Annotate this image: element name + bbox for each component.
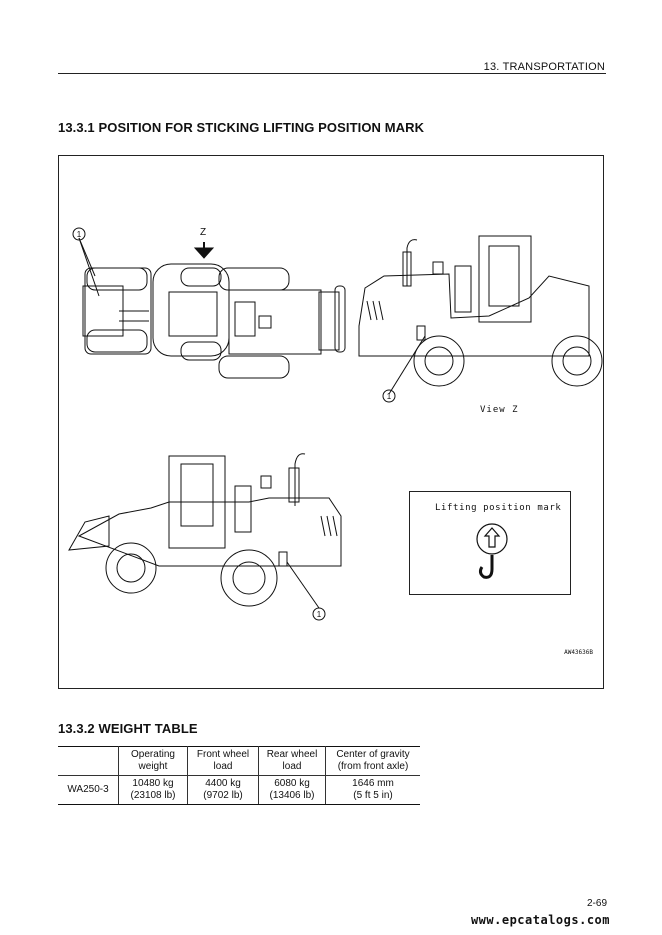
chapter-title: 13. TRANSPORTATION — [483, 61, 605, 73]
page-number: 2-69 — [586, 898, 607, 909]
header-cell: Rear wheel load — [258, 746, 326, 776]
legend-text: Lifting position mark — [435, 503, 562, 513]
figure-code: AW43636B — [564, 649, 593, 656]
section-heading-position: 13.3.1 POSITION FOR STICKING LIFTING POS… — [58, 120, 425, 135]
watermark: www.epcatalogs.com — [470, 913, 610, 927]
view-label: View Z — [480, 405, 519, 415]
callout-number: 1 — [387, 392, 392, 401]
header-cell: Center of gravity (from front axle) — [325, 746, 420, 776]
callout-number: 1 — [317, 610, 322, 619]
legend-box: Lifting position mark — [409, 491, 571, 595]
model-cell: WA250-3 — [58, 775, 119, 805]
section-heading-weight: 13.3.2 WEIGHT TABLE — [58, 721, 198, 736]
arrow-label-z: Z — [200, 227, 207, 238]
callout-circles — [72, 227, 396, 621]
side-view-drawing — [358, 235, 603, 395]
header-cell-blank — [58, 746, 119, 776]
header-cell: Front wheel load — [187, 746, 259, 776]
data-cell: 4400 kg(9702 lb) — [187, 775, 259, 805]
hook-symbol — [476, 523, 508, 579]
top-view-drawing — [78, 237, 346, 379]
left-side-view-drawing — [68, 453, 342, 609]
table-row: WA250-3 10480 kg(23108 lb) 4400 kg(9702 … — [58, 775, 420, 805]
weight-table: Operating weight Front wheel load Rear w… — [58, 746, 420, 805]
header-rule — [58, 73, 606, 74]
data-cell: 6080 kg(13406 lb) — [258, 775, 326, 805]
table-header-row: Operating weight Front wheel load Rear w… — [58, 746, 420, 776]
data-cell: 10480 kg(23108 lb) — [118, 775, 188, 805]
data-cell: 1646 mm(5 ft 5 in) — [325, 775, 420, 805]
callout-number: 1 — [77, 230, 82, 239]
loader-drawings: 1 1 1 — [68, 227, 603, 621]
figure-frame: 1 1 1 Z View Z Lifting position mark AW436… — [58, 155, 604, 689]
header-cell: Operating weight — [118, 746, 188, 776]
